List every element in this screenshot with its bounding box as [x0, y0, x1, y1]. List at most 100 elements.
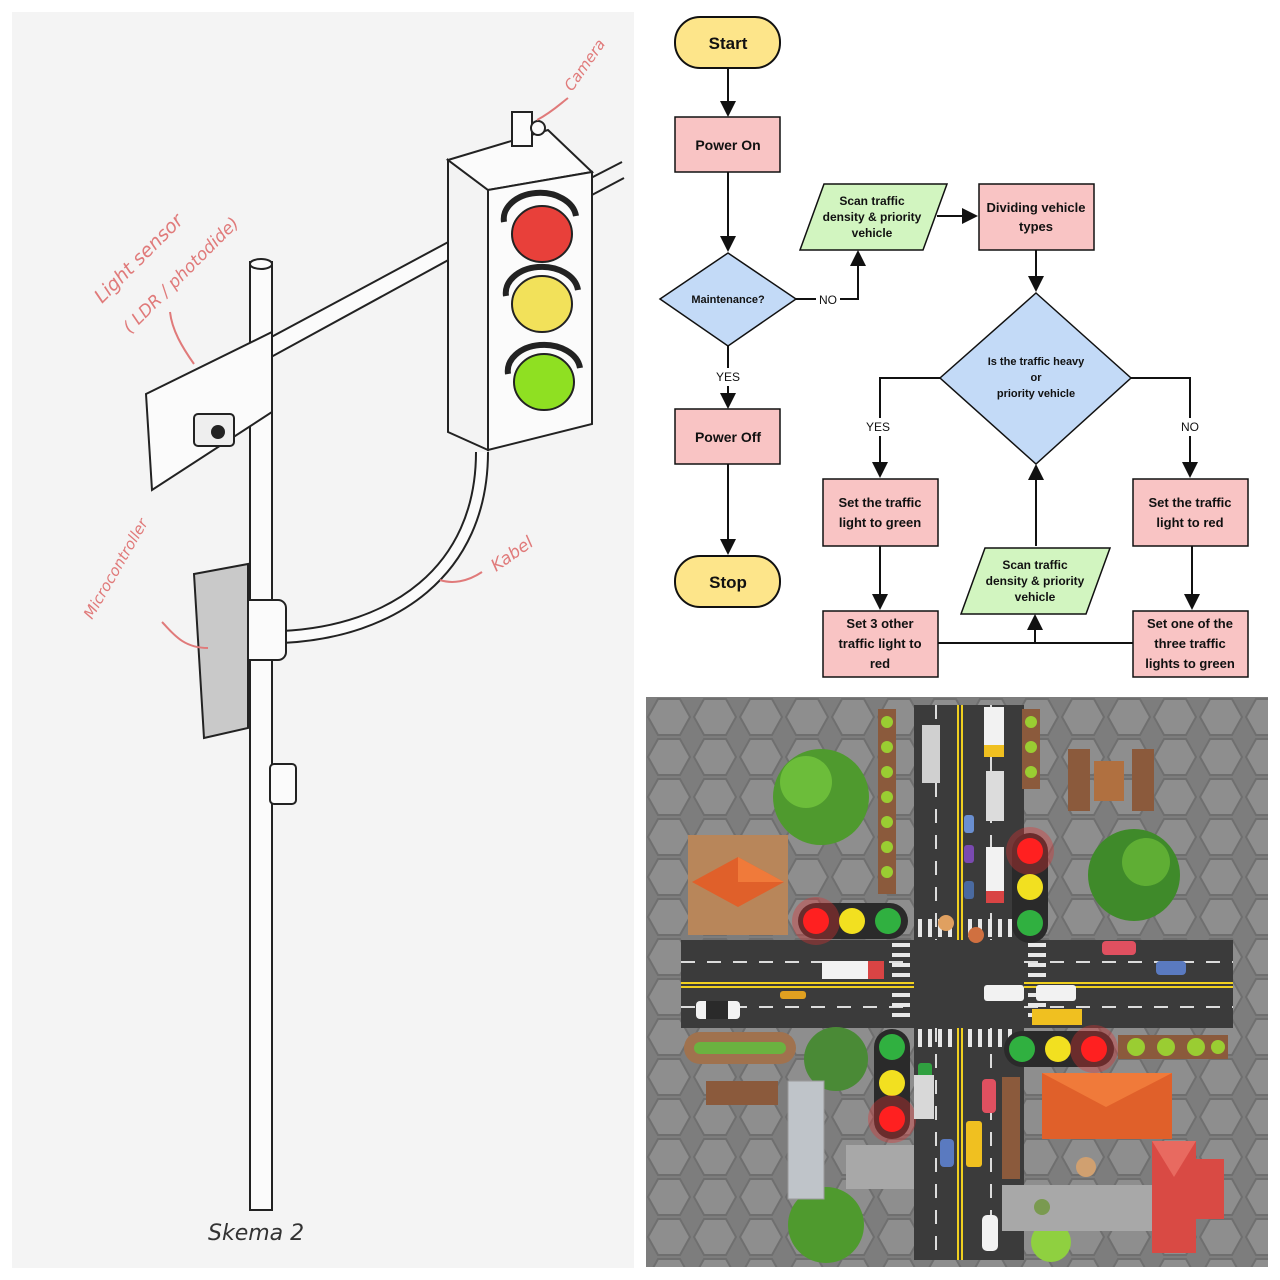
set-one-green-line1: Set one of the — [1147, 616, 1233, 631]
bench-4 — [1002, 1077, 1020, 1179]
tree-4 — [788, 1187, 864, 1263]
path-east — [1002, 1185, 1152, 1231]
scan-top-io — [798, 183, 949, 251]
set-one-green-box — [1132, 610, 1249, 678]
signal-northeast — [1006, 827, 1054, 943]
pole-cap — [249, 258, 273, 270]
sketch-caption: Skema 2 — [208, 1221, 304, 1246]
path-west — [846, 1145, 914, 1189]
truck-south-1 — [914, 1075, 934, 1119]
truck-north-4 — [986, 847, 1004, 903]
scan-top-line2: density & priority — [823, 210, 922, 224]
car-east-2 — [1102, 941, 1136, 955]
intersection-illustration — [646, 697, 1268, 1267]
decision-line2: or — [1031, 372, 1043, 384]
set-red-box — [1132, 478, 1249, 547]
tree-1 — [773, 749, 869, 845]
car-2 — [964, 845, 974, 863]
camera — [511, 111, 533, 147]
table — [1094, 761, 1124, 801]
start-terminal — [674, 16, 781, 69]
flowchart: Start Power On Maintenance? NO YES Power… — [650, 0, 1280, 690]
light-sensor-sublabel: ( LDR / photodide) — [119, 214, 243, 338]
set-one-green-line3: lights to green — [1145, 656, 1235, 671]
pedestrian-1 — [938, 915, 954, 931]
traffic-light-housing-side — [447, 158, 489, 452]
dividing-line2: types — [1019, 219, 1053, 234]
car-south-4 — [982, 1215, 998, 1251]
dividing-box — [978, 183, 1095, 251]
signal-southeast — [1004, 1025, 1118, 1073]
maintenance-label: Maintenance? — [691, 294, 765, 306]
scan-top-line1: Scan traffic — [839, 194, 905, 208]
stop-terminal — [674, 555, 781, 608]
bench-2 — [1132, 749, 1154, 811]
power-off-box — [674, 408, 781, 465]
pedestrian-4 — [1034, 1199, 1050, 1215]
scan-bottom-io — [959, 547, 1112, 615]
pedestrian-3 — [1076, 1157, 1096, 1177]
car-south-3 — [940, 1139, 954, 1167]
set-green-box — [822, 478, 939, 547]
maintenance-no: NO — [819, 293, 837, 307]
red-lamp — [511, 205, 573, 263]
bench-3 — [706, 1081, 778, 1105]
scan-top-line3: vehicle — [852, 226, 893, 240]
car-1 — [964, 815, 974, 833]
motorbike — [780, 991, 806, 999]
start-label: Start — [709, 34, 748, 53]
tall-building — [787, 1080, 825, 1200]
intersection-map — [646, 697, 1268, 1267]
scan-bottom-line3: vehicle — [1015, 590, 1056, 604]
microcontroller-box — [192, 562, 249, 740]
pole-sensor — [269, 763, 297, 805]
traffic-light-sketch: Camera Light sensor ( LDR / photodide) M… — [12, 12, 634, 1268]
microcontroller-label: Microcontroller — [80, 515, 152, 622]
truck-north-2 — [984, 707, 1004, 757]
truck-north-1 — [922, 725, 940, 783]
car-east-3 — [1156, 961, 1186, 975]
crosswalk-west — [892, 943, 910, 1017]
set-other-red-box — [822, 610, 939, 678]
set-green-line1: Set the traffic — [838, 495, 921, 510]
stop-label: Stop — [709, 573, 747, 592]
camera-label: Camera — [561, 36, 610, 95]
set-one-green-line2: three traffic — [1154, 636, 1226, 651]
signal-southwest — [868, 1029, 916, 1143]
ambulance — [984, 985, 1024, 1001]
power-on-label: Power On — [695, 137, 760, 153]
taxi-south — [966, 1121, 982, 1167]
decision-line1: Is the traffic heavy — [988, 356, 1085, 368]
set-red-line2: light to red — [1156, 515, 1223, 530]
decision-yes: YES — [866, 420, 890, 434]
set-other-red-line2: traffic light to — [838, 636, 921, 651]
car-3 — [964, 881, 974, 899]
bench-1 — [1068, 749, 1090, 811]
signal-northwest — [792, 897, 908, 945]
set-red-line1: Set the traffic — [1148, 495, 1231, 510]
scan-bottom-line1: Scan traffic — [1002, 558, 1068, 572]
sketch-drawing: Camera Light sensor ( LDR / photodide) M… — [80, 36, 625, 1246]
dividing-line1: Dividing vehicle — [987, 200, 1086, 215]
car-east-1 — [1036, 985, 1076, 1001]
bus-east — [1032, 1009, 1082, 1025]
power-on-box — [674, 116, 781, 173]
light-sensor-board — [144, 330, 273, 492]
tree-2 — [1088, 829, 1180, 921]
set-other-red-line3: red — [870, 656, 890, 671]
truck-north-3 — [986, 771, 1004, 821]
decision-no: NO — [1181, 420, 1199, 434]
flowchart-svg: Start Power On Maintenance? NO YES Power… — [658, 16, 1249, 678]
car-south-2 — [982, 1079, 996, 1113]
scan-bottom-line2: density & priority — [986, 574, 1085, 588]
set-green-line2: light to green — [839, 515, 921, 530]
maintenance-decision — [658, 252, 798, 347]
pedestrian-2 — [968, 927, 984, 943]
maintenance-yes: YES — [716, 370, 740, 384]
yellow-lamp — [511, 275, 573, 333]
cable-label: Kabel — [487, 533, 537, 576]
power-off-label: Power Off — [695, 429, 761, 445]
house-2-roof — [1152, 1141, 1224, 1253]
set-other-red-line1: Set 3 other — [846, 616, 913, 631]
arm — [261, 238, 453, 364]
